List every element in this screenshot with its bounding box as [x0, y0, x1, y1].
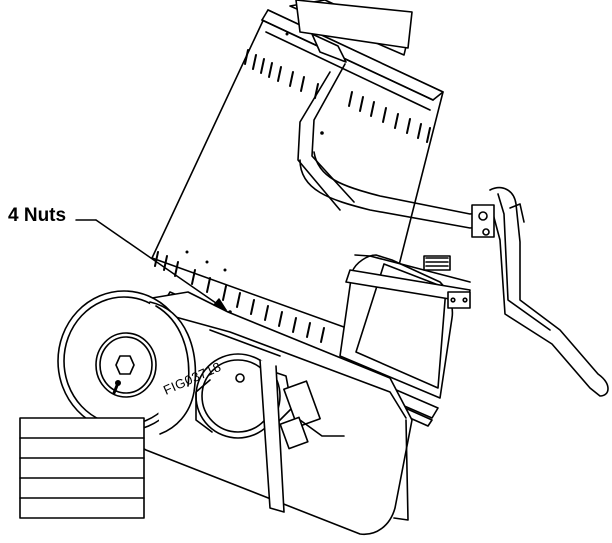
callout-label: 4 Nuts — [8, 205, 67, 226]
handle-frame — [300, 152, 608, 396]
pump-motor — [196, 354, 344, 449]
frame-foot — [260, 360, 408, 520]
base-frame — [340, 255, 470, 398]
wheel — [58, 291, 195, 434]
vent-slots-top — [245, 50, 430, 142]
parts-table — [20, 418, 144, 518]
callout-leader — [76, 220, 226, 310]
vent-slots-bottom — [155, 252, 324, 342]
